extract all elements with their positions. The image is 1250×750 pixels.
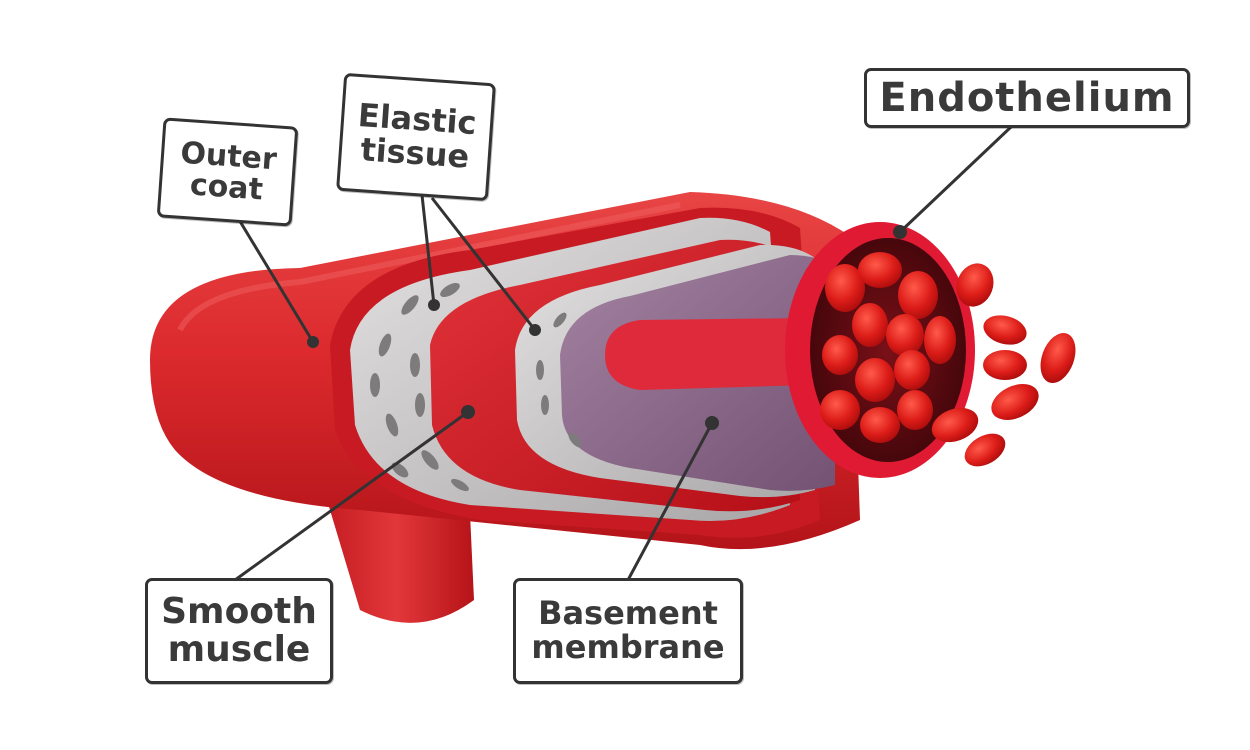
basement-membrane-label-line2: membrane [531,628,725,666]
red-blood-cells [820,252,1076,467]
outer-coat-highlight [177,202,681,332]
leader-basement-membrane [626,422,714,581]
smooth-muscle-label-line1: Smooth [161,591,317,633]
dot-elastic-tissue-b [529,324,541,336]
leader-elastic-tissue-b [430,197,537,331]
dot-outer-coat [307,336,319,348]
smooth-muscle-label-line2: muscle [167,629,311,670]
basement-membrane-label: Basement membrane [513,578,743,684]
dot-basement-membrane [705,416,719,430]
elastic-tissue-pores [370,283,582,492]
smooth-muscle-label: Smooth muscle [145,578,333,684]
dot-elastic-tissue-a [428,299,440,311]
leader-elastic-tissue-a [420,194,436,306]
leader-smooth-muscle [234,410,469,582]
endothelium-label: Endothelium [864,68,1190,128]
basement-membrane-label-line1: Basement [538,594,718,633]
elastic-tissue-label: Elastic tissue [336,72,496,202]
leader-dots [307,225,907,430]
dot-smooth-muscle [461,405,475,419]
leader-endothelium [898,124,1014,234]
outer-coat-label-line2: coat [188,167,265,208]
elastic-tissue-label-line2: tissue [359,130,471,176]
leader-outer-coat [236,217,315,343]
endothelium-label-text: Endothelium [879,75,1175,121]
dot-endothelium [893,225,907,239]
outer-coat-label: Outer coat [156,117,299,227]
endothelium-inner-layer [605,318,810,390]
leader-lines [234,124,1014,582]
